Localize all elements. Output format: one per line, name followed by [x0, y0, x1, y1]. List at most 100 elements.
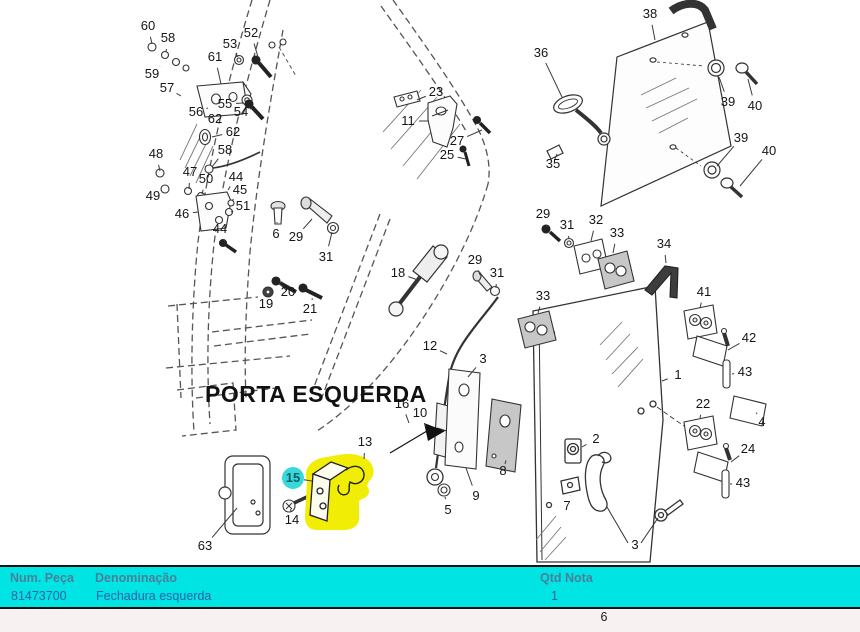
- part-callout-43[interactable]: 43: [738, 364, 752, 379]
- part-callout-34[interactable]: 34: [657, 236, 671, 251]
- part-callout-9[interactable]: 9: [472, 488, 479, 503]
- part-callout-31[interactable]: 31: [560, 217, 574, 232]
- part-callout-1[interactable]: 1: [674, 367, 681, 382]
- part-callout-58[interactable]: 58: [161, 30, 175, 45]
- part-callout-41[interactable]: 41: [697, 284, 711, 299]
- part-callout-44[interactable]: 44: [213, 221, 227, 236]
- part-callout-31[interactable]: 31: [490, 265, 504, 280]
- part-callout-43[interactable]: 43: [736, 475, 750, 490]
- part-callout-48[interactable]: 48: [149, 146, 163, 161]
- part-callout-36[interactable]: 36: [534, 45, 548, 60]
- callout-leader: [739, 159, 763, 187]
- part-callout-53[interactable]: 53: [223, 36, 237, 51]
- part-callout-38[interactable]: 38: [643, 6, 657, 21]
- mirror-bracket-parts: [393, 90, 492, 167]
- callout-leader: [405, 414, 410, 424]
- callout-leader: [267, 293, 270, 297]
- part-callout-62[interactable]: 62: [208, 111, 222, 126]
- part-callout-14[interactable]: 14: [285, 512, 299, 527]
- part-callout-42[interactable]: 42: [742, 330, 756, 345]
- part-callout-13[interactable]: 13: [358, 434, 372, 449]
- callout-leader: [231, 198, 234, 202]
- part-callout-7[interactable]: 7: [563, 498, 570, 513]
- callout-leader: [554, 153, 558, 160]
- highlighted-part-latch[interactable]: [305, 453, 374, 530]
- part-callout-50[interactable]: 50: [199, 171, 213, 186]
- cab-frame: [165, 0, 490, 437]
- part-callout-52[interactable]: 52: [244, 25, 258, 40]
- callout-leader: [730, 455, 740, 463]
- callout-leader: [699, 302, 702, 309]
- part-callout-61[interactable]: 61: [208, 49, 222, 64]
- part-callout-33[interactable]: 33: [610, 225, 624, 240]
- cell-denominacao[interactable]: Fechadura esquerda: [96, 589, 212, 603]
- part-callout-16[interactable]: 16: [395, 396, 409, 411]
- part-callout-3[interactable]: 3: [479, 351, 486, 366]
- callout-leader: [755, 412, 758, 415]
- callout-leader: [192, 211, 199, 214]
- callout-leader: [206, 107, 209, 109]
- part-callout-51[interactable]: 51: [236, 198, 250, 213]
- part-callout-35[interactable]: 35: [546, 156, 560, 171]
- page-number: 6: [600, 610, 608, 624]
- part-callout-19[interactable]: 19: [259, 296, 273, 311]
- part-callout-29[interactable]: 29: [468, 252, 482, 267]
- part-callout-22[interactable]: 22: [696, 396, 710, 411]
- part-callout-29[interactable]: 29: [536, 206, 550, 221]
- part-callout-11[interactable]: 11: [401, 113, 415, 128]
- callout-leader: [176, 93, 182, 97]
- part-callout-25[interactable]: 25: [440, 147, 454, 162]
- part-callout-18[interactable]: 18: [391, 265, 405, 280]
- part-callout-15[interactable]: 15: [286, 470, 300, 485]
- callout-leader: [718, 76, 725, 92]
- callout-leader: [444, 496, 447, 500]
- part-callout-63[interactable]: 63: [198, 538, 212, 553]
- quarter-glass-group: [546, 0, 759, 207]
- part-callout-23[interactable]: 23: [429, 84, 443, 99]
- part-callout-56[interactable]: 56: [189, 104, 203, 119]
- callout-leader: [651, 24, 656, 41]
- callout-leader: [279, 283, 287, 291]
- part-callout-45[interactable]: 45: [233, 182, 247, 197]
- part-callout-60[interactable]: 60: [141, 18, 155, 33]
- part-callout-29[interactable]: 29: [289, 229, 303, 244]
- part-callout-59[interactable]: 59: [145, 66, 159, 81]
- part-callout-62[interactable]: 62: [226, 124, 240, 139]
- callout-leader: [747, 78, 753, 96]
- part-callout-40[interactable]: 40: [748, 98, 762, 113]
- part-callout-21[interactable]: 21: [303, 301, 317, 316]
- part-callout-32[interactable]: 32: [589, 212, 603, 227]
- part-callout-31[interactable]: 31: [319, 249, 333, 264]
- part-callout-33[interactable]: 33: [536, 288, 550, 303]
- part-callout-40[interactable]: 40: [762, 143, 776, 158]
- part-callout-20[interactable]: 20: [281, 284, 295, 299]
- part-callout-8[interactable]: 8: [499, 463, 506, 478]
- cell-qtd[interactable]: 1: [551, 589, 558, 603]
- part-callout-49[interactable]: 49: [146, 188, 160, 203]
- center-fasteners: [262, 196, 340, 300]
- part-callout-10[interactable]: 10: [413, 405, 427, 420]
- part-callout-57[interactable]: 57: [160, 80, 174, 95]
- part-callout-24[interactable]: 24: [741, 441, 755, 456]
- cell-num-peca[interactable]: 81473700: [11, 589, 67, 603]
- part-callout-2[interactable]: 2: [592, 431, 599, 446]
- selected-part-marker[interactable]: [282, 467, 304, 489]
- part-callout-12[interactable]: 12: [423, 338, 437, 353]
- part-callout-46[interactable]: 46: [175, 206, 189, 221]
- part-callout-3[interactable]: 3: [631, 537, 638, 552]
- part-callout-27[interactable]: 27: [450, 133, 464, 148]
- part-callout-54[interactable]: 54: [234, 104, 248, 119]
- part-callout-55[interactable]: 55: [218, 96, 232, 111]
- part-callout-39[interactable]: 39: [721, 94, 735, 109]
- part-callout-4[interactable]: 4: [758, 414, 765, 429]
- part-callout-5[interactable]: 5: [444, 502, 451, 517]
- callout-leader: [537, 306, 541, 314]
- part-callout-39[interactable]: 39: [734, 130, 748, 145]
- part-callout-6[interactable]: 6: [272, 226, 279, 241]
- table-row[interactable]: 81473700 Fechadura esquerda 1: [0, 589, 860, 605]
- part-callout-47[interactable]: 47: [183, 164, 197, 179]
- callout-leader: [716, 146, 735, 167]
- callout-leader: [478, 270, 481, 276]
- part-callout-44[interactable]: 44: [229, 169, 243, 184]
- part-callout-58[interactable]: 58: [218, 142, 232, 157]
